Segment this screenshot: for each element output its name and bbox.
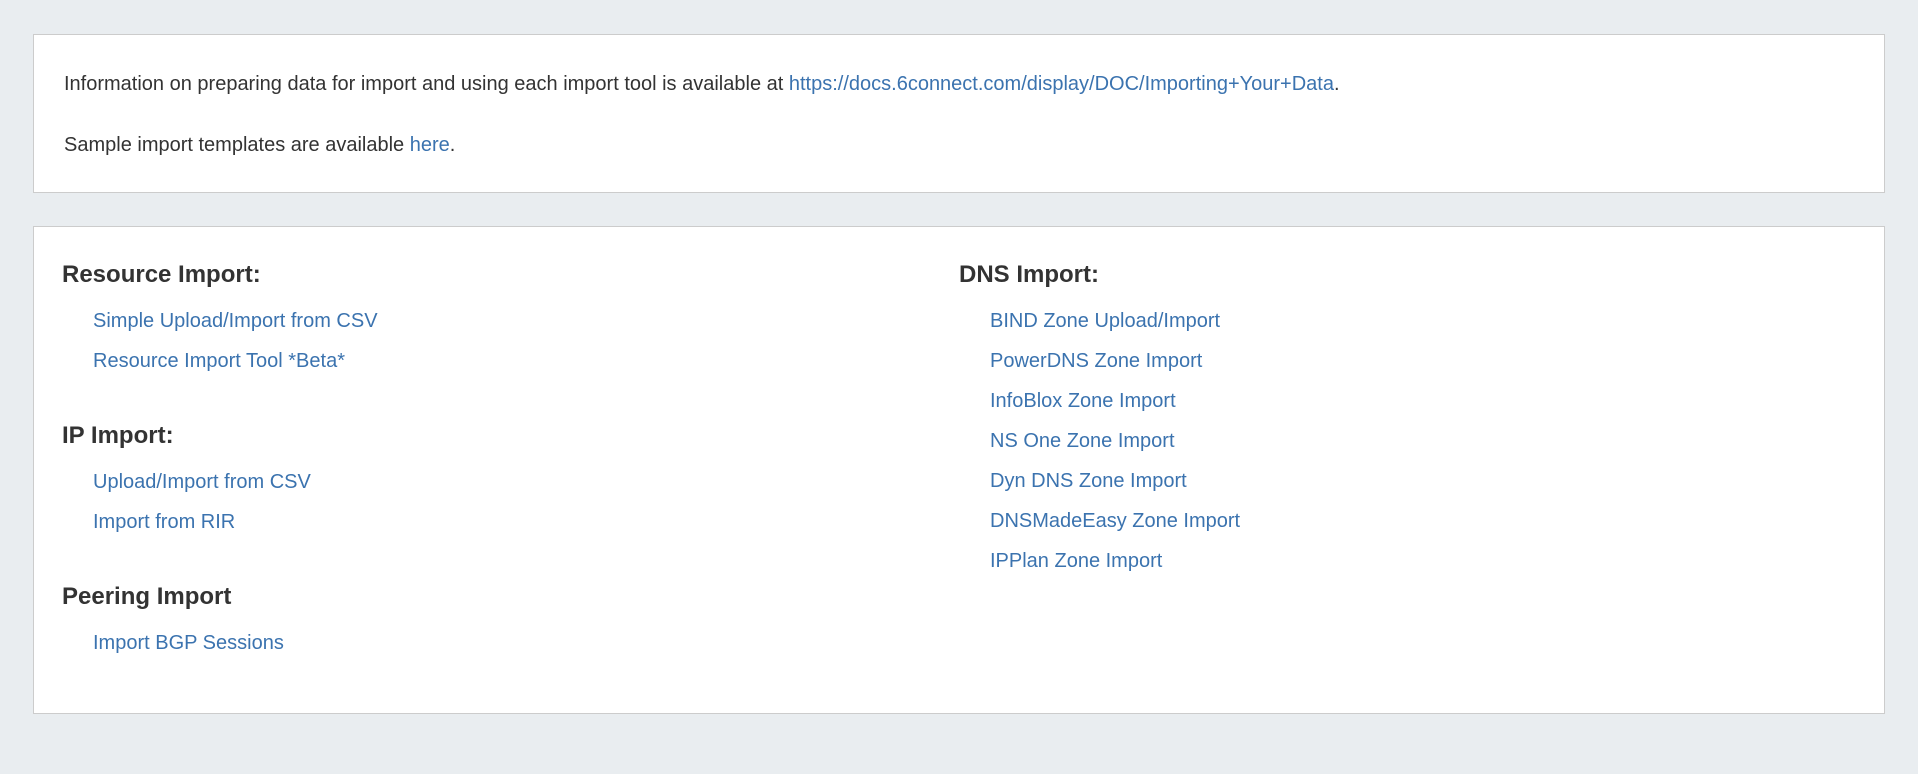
link-upload-import-from-csv[interactable]: Upload/Import from CSV (93, 471, 311, 493)
list-item: Resource Import Tool *Beta* (93, 341, 959, 381)
docs-url-link[interactable]: https://docs.6connect.com/display/DOC/Im… (788, 73, 1334, 95)
link-simple-upload-import-csv[interactable]: Simple Upload/Import from CSV (93, 310, 378, 332)
list-item: Import BGP Sessions (93, 623, 959, 663)
list-item: NS One Zone Import (990, 421, 1856, 461)
link-resource-import-tool-beta[interactable]: Resource Import Tool *Beta* (93, 350, 345, 372)
list-item: PowerDNS Zone Import (990, 341, 1856, 381)
list-item: IPPlan Zone Import (990, 541, 1856, 581)
link-bind-zone-upload-import[interactable]: BIND Zone Upload/Import (990, 310, 1221, 332)
list-item: InfoBlox Zone Import (990, 381, 1856, 421)
dns-import-heading: DNS Import: (959, 261, 1099, 288)
import-panel: Resource Import: Simple Upload/Import fr… (33, 226, 1885, 714)
dns-import-links: BIND Zone Upload/Import PowerDNS Zone Im… (959, 301, 1856, 581)
link-dnsmadeeasy-zone-import[interactable]: DNSMadeEasy Zone Import (990, 510, 1241, 532)
list-item: Upload/Import from CSV (93, 462, 959, 502)
link-ipplan-zone-import[interactable]: IPPlan Zone Import (990, 550, 1163, 572)
info-line-templates-text: Sample import templates are available (64, 134, 410, 156)
link-ns-one-zone-import[interactable]: NS One Zone Import (990, 430, 1175, 452)
peering-import-links: Import BGP Sessions (62, 623, 959, 663)
info-line-templates-period: . (449, 134, 456, 156)
info-panel: Information on preparing data for import… (33, 34, 1885, 193)
link-powerdns-zone-import[interactable]: PowerDNS Zone Import (990, 350, 1203, 372)
templates-here-link[interactable]: here (409, 134, 450, 156)
dns-import-section: DNS Import: BIND Zone Upload/Import Powe… (959, 260, 1856, 581)
info-line-docs-text: Information on preparing data for import… (64, 73, 789, 95)
list-item: Simple Upload/Import from CSV (93, 301, 959, 341)
peering-import-heading: Peering Import (62, 583, 232, 610)
peering-import-section: Peering Import Import BGP Sessions (62, 582, 959, 663)
list-item: BIND Zone Upload/Import (990, 301, 1856, 341)
resource-import-section: Resource Import: Simple Upload/Import fr… (62, 260, 959, 381)
list-item: Import from RIR (93, 502, 959, 542)
import-column-left: Resource Import: Simple Upload/Import fr… (62, 260, 959, 663)
resource-import-links: Simple Upload/Import from CSV Resource I… (62, 301, 959, 381)
import-column-right: DNS Import: BIND Zone Upload/Import Powe… (959, 260, 1856, 663)
link-dyn-dns-zone-import[interactable]: Dyn DNS Zone Import (990, 470, 1187, 492)
ip-import-section: IP Import: Upload/Import from CSV Import… (62, 421, 959, 542)
info-line-docs-period: . (1333, 73, 1340, 95)
link-import-bgp-sessions[interactable]: Import BGP Sessions (93, 632, 284, 654)
info-line-templates: Sample import templates are available he… (64, 132, 1854, 158)
info-line-docs: Information on preparing data for import… (64, 71, 1854, 97)
link-import-from-rir[interactable]: Import from RIR (93, 511, 236, 533)
list-item: DNSMadeEasy Zone Import (990, 501, 1856, 541)
ip-import-links: Upload/Import from CSV Import from RIR (62, 462, 959, 542)
list-item: Dyn DNS Zone Import (990, 461, 1856, 501)
resource-import-heading: Resource Import: (62, 261, 261, 288)
ip-import-heading: IP Import: (62, 422, 174, 449)
link-infoblox-zone-import[interactable]: InfoBlox Zone Import (990, 390, 1176, 412)
